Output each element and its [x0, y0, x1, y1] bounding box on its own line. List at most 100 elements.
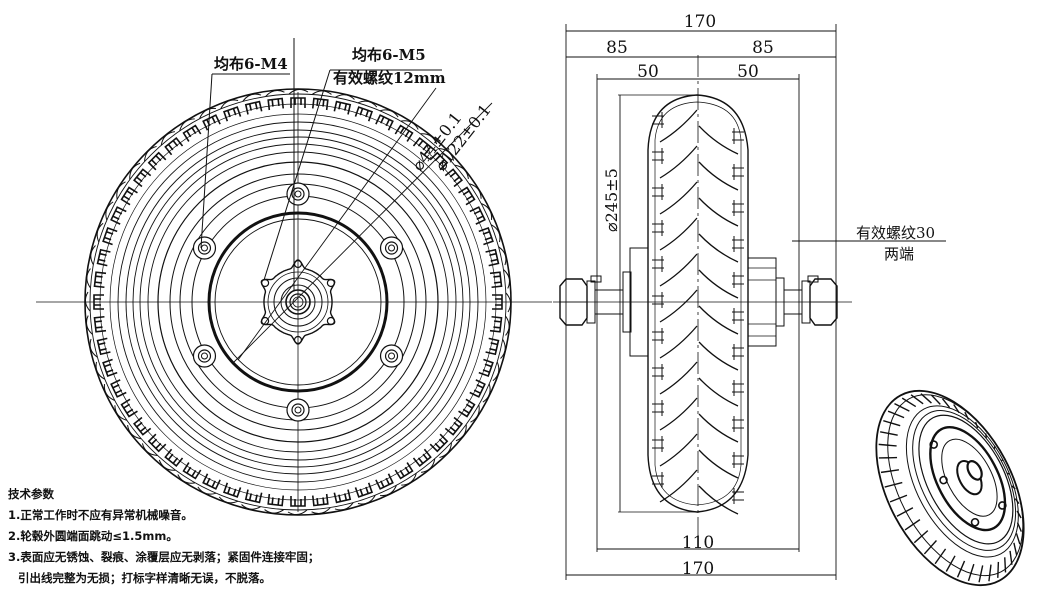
- side-shoulder-block: [652, 364, 664, 380]
- iso-tread-block: [967, 563, 975, 582]
- m5-thread-length-callout: 有效螺纹12mm: [333, 69, 446, 87]
- iso-tread-block: [880, 431, 898, 436]
- iso-tread-block: [1004, 557, 1007, 573]
- iso-tread-block: [978, 565, 984, 583]
- side-shoulder-block: [652, 400, 664, 416]
- side-shoulder-block: [652, 328, 664, 344]
- iso-tread-block: [941, 398, 951, 409]
- side-tread-groove: [659, 253, 698, 287]
- side-tread-groove: [659, 433, 698, 467]
- iso-tread-block: [1013, 542, 1018, 556]
- tire-sidewall-3: [132, 136, 464, 468]
- tread-block: [427, 432, 456, 461]
- tread-block: [84, 312, 108, 336]
- side-shoulder-block: [652, 256, 664, 272]
- hub-bearing: [280, 284, 316, 320]
- dia-122-leader: [231, 102, 493, 365]
- outer-bolt: [379, 344, 404, 368]
- technical-note-2: 2.轮毂外圆端面跳动≤1.5mm。: [8, 529, 178, 543]
- flange-bolt-hole: [260, 278, 270, 288]
- side-shoulder-block: [652, 148, 664, 164]
- dim-170-top-label: 170: [684, 12, 716, 32]
- side-shoulder-block: [732, 488, 744, 504]
- iso-bolt: [998, 501, 1007, 510]
- side-shoulder-block: [732, 236, 744, 252]
- side-shoulder-block: [732, 452, 744, 468]
- iso-tread-block: [880, 469, 900, 474]
- tire-sidewall-1: [117, 121, 479, 483]
- tire-sidewall-2: [125, 129, 471, 475]
- side-tread-groove: [659, 289, 698, 323]
- dim-85-right-label: 85: [752, 38, 774, 58]
- side-tread-groove: [698, 449, 739, 479]
- axle-center: [292, 296, 304, 308]
- iso-tread-block: [964, 411, 970, 420]
- tread-block: [156, 446, 185, 475]
- tire-profile-inner: [654, 101, 742, 506]
- technical-notes-title: 技术参数: [8, 487, 54, 501]
- side-shoulder-block: [652, 292, 664, 308]
- isometric-wheel-view: [875, 389, 1025, 587]
- tread-block: [491, 292, 512, 313]
- tire-outer-edge-2: [89, 93, 507, 511]
- iso-rim: [918, 414, 1014, 545]
- thread-note-line1: 有效螺纹30: [856, 224, 935, 242]
- iso-tread-block: [904, 519, 921, 531]
- side-tread-pattern: [652, 109, 744, 515]
- iso-tread-block: [1009, 550, 1013, 565]
- side-shoulder-block: [732, 344, 744, 360]
- iso-tread-block: [934, 548, 947, 565]
- dim-245-label: ⌀245±5: [602, 168, 621, 232]
- side-tread-groove: [659, 109, 698, 143]
- side-shoulder-block: [732, 272, 744, 288]
- iso-tread-block: [1015, 533, 1021, 545]
- iso-bolt: [970, 517, 980, 527]
- tread-block: [140, 143, 169, 172]
- iso-tread-block: [878, 456, 898, 459]
- iso-tread-block: [1016, 510, 1022, 519]
- outer-bolt-ring: [192, 182, 404, 422]
- thread-note-line2: 两端: [884, 245, 914, 263]
- tread-block: [139, 431, 168, 460]
- tread-block: [84, 291, 105, 312]
- tread-block: [352, 97, 379, 123]
- front-view: [36, 38, 552, 516]
- iso-tread-block: [894, 402, 910, 412]
- m5-bolts-callout: 均布6-M5: [352, 46, 426, 64]
- side-shoulder-block: [732, 380, 744, 396]
- tread-block: [351, 481, 378, 507]
- side-shoulder-block: [732, 308, 744, 324]
- iso-hub-cover: [941, 438, 998, 517]
- tread-block: [125, 160, 154, 189]
- iso-hub-ring: [929, 425, 1007, 532]
- hub-cover-inner-ring: [214, 218, 382, 386]
- iso-tread-block: [988, 564, 992, 582]
- hub-cover-thick-ring: [207, 211, 389, 393]
- iso-tread-block: [887, 410, 905, 419]
- side-tread-groove: [659, 397, 698, 431]
- dim-170-bottom-label: 170: [682, 559, 714, 579]
- iso-tread-block: [913, 530, 929, 544]
- m5-leader-line: [263, 69, 331, 281]
- axle-core: [289, 293, 307, 311]
- tread-block: [93, 355, 119, 382]
- iso-tread-block: [956, 560, 966, 578]
- side-tread-groove: [698, 413, 739, 443]
- iso-tread-block: [931, 394, 941, 405]
- dim-50-left-label: 50: [637, 62, 659, 82]
- tread-block: [488, 313, 512, 337]
- tread-ring: [84, 88, 512, 516]
- side-shoulder-block: [732, 128, 744, 144]
- tread-block: [442, 415, 471, 444]
- tread-block: [477, 222, 503, 249]
- side-tread-groove: [659, 325, 698, 359]
- outer-bolt: [379, 236, 404, 260]
- tread-block: [288, 88, 309, 109]
- dim-110-label: 110: [682, 533, 714, 553]
- tire-sidewall-5: [147, 151, 449, 453]
- hub-housing-outer: [169, 173, 427, 431]
- axle-outer: [285, 289, 311, 315]
- technical-notes: 技术参数 1.正常工作时不应有异常机械噪音。 2.轮毂外圆端面跳动≤1.5mm。…: [8, 484, 319, 589]
- flange-bolt-hole: [326, 316, 336, 326]
- side-shoulder-block: [732, 416, 744, 432]
